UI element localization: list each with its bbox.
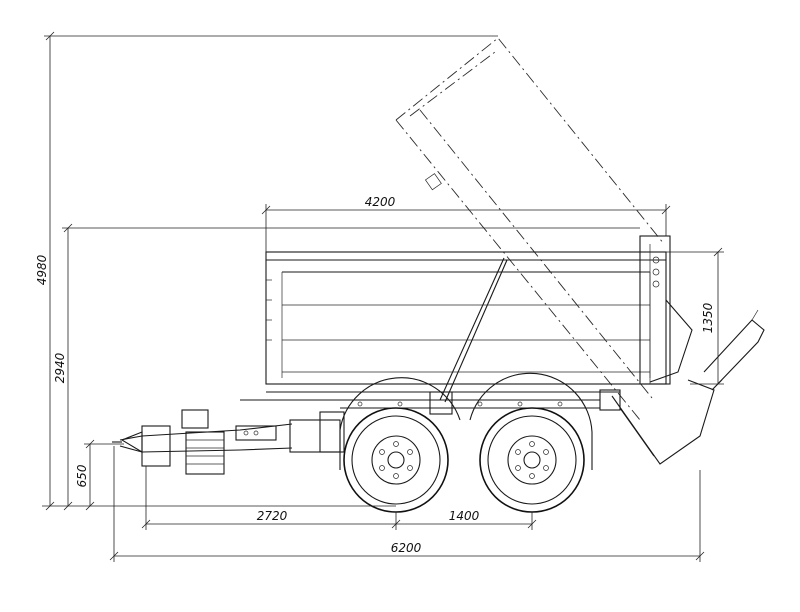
fenders (339, 372, 593, 470)
body-length-label: 4200 (365, 195, 396, 209)
overall-height-label: 4980 (35, 254, 49, 285)
dimension-lines (42, 31, 724, 562)
hitch-height-label: 650 (75, 464, 89, 487)
chassis-frame (119, 389, 621, 475)
body-height-label: 2940 (53, 352, 67, 383)
wheelbase-label: 2720 (257, 509, 288, 523)
rear-lift-arm (611, 309, 765, 465)
tipped-body-outline (395, 37, 665, 421)
side-height-label: 1350 (701, 302, 715, 333)
rear-wheel (479, 407, 585, 513)
axle-spacing-label: 1400 (449, 509, 480, 523)
hydraulic-cylinder (429, 257, 508, 415)
tow-eye (112, 431, 143, 453)
overall-length-label: 6200 (391, 541, 422, 555)
front-wheel (343, 407, 449, 513)
